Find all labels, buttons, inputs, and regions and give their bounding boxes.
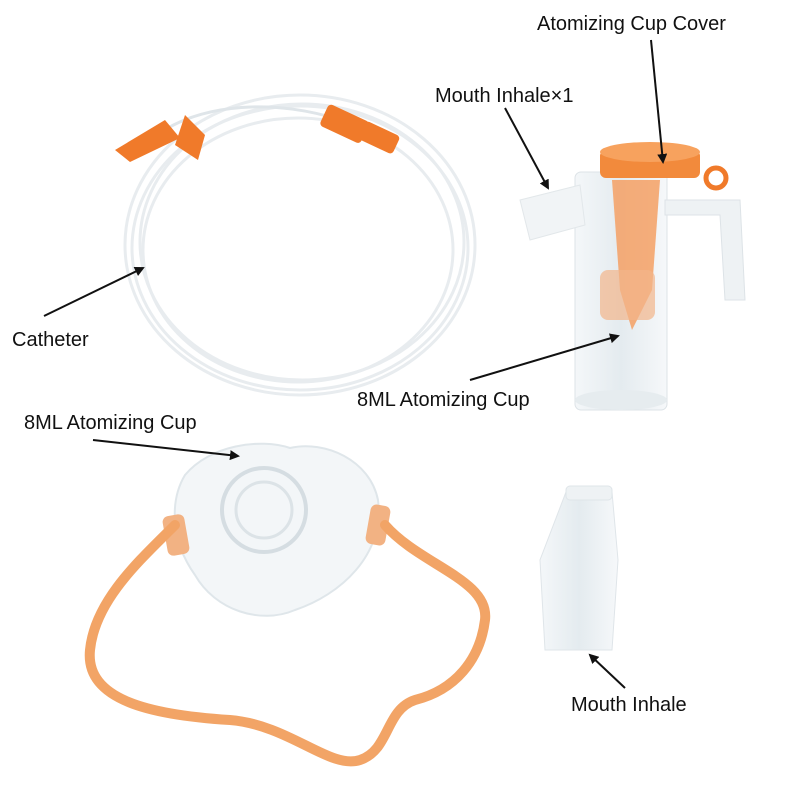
label-mouth-inhale-x1: Mouth Inhale×1 [435,85,574,107]
arrow-catheter [43,266,145,317]
arrow-mouth-inhale-x1 [504,107,549,190]
atomizing-cup [519,142,746,411]
label-atomizing-cup-mask: 8ML Atomizing Cup [24,412,197,434]
callout-arrows [43,39,668,689]
label-atomizing-cup-top: 8ML Atomizing Cup [357,389,530,411]
arrow-cup-cover [650,39,668,164]
arrow-mouth-inhale [588,653,626,689]
mouth-inhale-piece [539,485,619,651]
elastic-strap [84,520,491,767]
face-mask [162,442,391,617]
arrow-atomizing-cup-top [469,333,620,381]
label-catheter: Catheter [12,329,89,351]
label-atomizing-cup-cover: Atomizing Cup Cover [537,13,726,35]
label-mouth-inhale: Mouth Inhale [571,694,687,716]
catheter-connector-left [115,115,205,162]
arrow-atomizing-cup-mask [92,439,240,461]
catheter-connector-right [320,104,400,154]
